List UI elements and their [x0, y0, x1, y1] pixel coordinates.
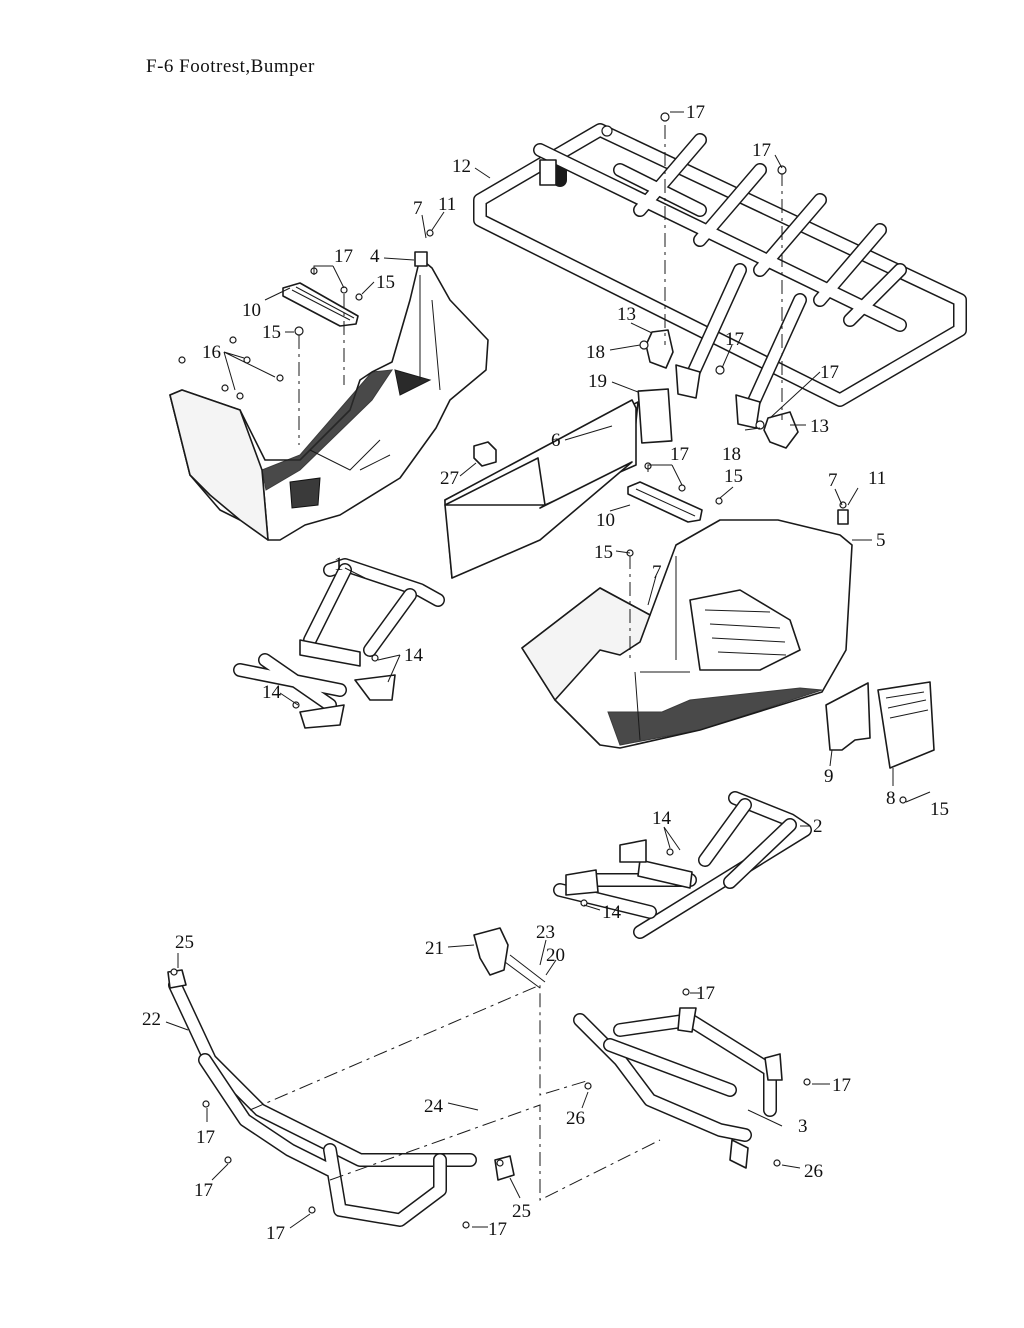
rear-bumper-part-3 [573, 1007, 783, 1169]
callout-17: 17 [488, 1219, 507, 1240]
footpeg-plate-part-10-right [627, 481, 703, 523]
callout-23: 23 [536, 922, 555, 943]
callout-7: 7 [828, 470, 838, 491]
callout-27: 27 [440, 468, 459, 489]
callout-26: 26 [804, 1161, 823, 1182]
callout-14: 14 [404, 645, 424, 666]
front-bumper-part-22 [167, 969, 515, 1227]
callout-22: 22 [142, 1009, 161, 1030]
callout-17: 17 [820, 362, 839, 383]
callout-11: 11 [438, 194, 456, 215]
callout-11: 11 [868, 468, 886, 489]
callout-2: 2 [813, 816, 823, 837]
rear-rack-part-12 [473, 123, 967, 429]
callout-14: 14 [602, 902, 622, 923]
callout-6: 6 [551, 430, 561, 451]
callout-18: 18 [586, 342, 605, 363]
callout-15: 15 [930, 799, 949, 820]
callout-15: 15 [594, 542, 613, 563]
floor-cover-part-6 [444, 399, 639, 579]
footpeg-plate-part-10-left [282, 282, 359, 327]
callout-15: 15 [262, 322, 281, 343]
callout-14: 14 [262, 682, 282, 703]
callout-9: 9 [824, 766, 834, 787]
callout-17: 17 [832, 1075, 851, 1096]
callout-5: 5 [876, 530, 886, 551]
callout-24: 24 [424, 1096, 444, 1117]
callout-labels: 17 17 12 7 11 4 17 15 10 15 16 13 18 17 … [142, 102, 949, 1244]
left-footrest-frame-part-1 [233, 558, 445, 729]
callout-15: 15 [724, 466, 743, 487]
bracket-part-13-upper [645, 329, 674, 369]
assembly-line-bumper-upper [249, 984, 591, 1111]
callout-13: 13 [810, 416, 829, 437]
side-panel-part-8 [877, 681, 935, 769]
callout-3: 3 [798, 1116, 808, 1137]
left-footwell-part-4 [169, 251, 489, 541]
callout-17: 17 [752, 140, 771, 161]
callout-17: 17 [670, 444, 689, 465]
callout-10: 10 [242, 300, 261, 321]
bracket-part-13-lower [763, 411, 799, 449]
callout-13: 13 [617, 304, 636, 325]
callout-20: 20 [546, 945, 565, 966]
callout-14: 14 [652, 808, 672, 829]
diagram-title: F-6 Footrest,Bumper [146, 56, 315, 77]
callout-16: 16 [202, 342, 221, 363]
block-part-27 [473, 441, 497, 467]
assembly-line-bumper-lower [329, 1104, 661, 1201]
pad-part-19 [637, 388, 673, 444]
callout-25: 25 [175, 932, 194, 953]
right-footwell-part-5 [521, 509, 853, 749]
bracket-part-21 [473, 927, 546, 989]
callout-17: 17 [196, 1127, 215, 1148]
callout-12: 12 [452, 156, 471, 177]
bolt-set-part-16 [178, 336, 284, 400]
callout-17: 17 [686, 102, 705, 123]
callout-19: 19 [588, 371, 607, 392]
callout-4: 4 [370, 246, 380, 267]
callout-17: 17 [696, 983, 715, 1004]
callout-10: 10 [596, 510, 615, 531]
callout-17: 17 [266, 1223, 285, 1244]
callout-17: 17 [725, 329, 744, 350]
callout-18: 18 [722, 444, 741, 465]
callout-21: 21 [425, 938, 444, 959]
callout-8: 8 [886, 788, 896, 809]
fastener-markers [170, 112, 907, 1229]
callout-1: 1 [334, 554, 344, 575]
right-footrest-frame-part-2 [553, 791, 812, 939]
cover-part-9 [825, 682, 871, 751]
callout-15: 15 [376, 272, 395, 293]
callout-25: 25 [512, 1201, 531, 1222]
callout-17: 17 [194, 1180, 213, 1201]
leader-lines [165, 111, 931, 1229]
callout-17: 17 [334, 246, 353, 267]
callout-26: 26 [566, 1108, 585, 1129]
callout-7: 7 [652, 562, 662, 583]
callout-7: 7 [413, 198, 423, 219]
